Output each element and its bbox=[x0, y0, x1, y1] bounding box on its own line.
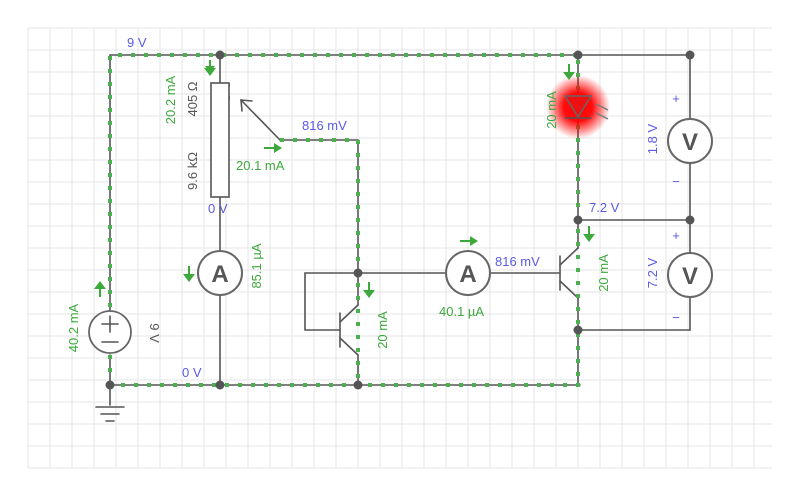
wiper-arrow-b bbox=[240, 99, 253, 102]
voltmeter2-plus: + bbox=[672, 228, 680, 243]
q1-current-label: 20 mA bbox=[375, 311, 390, 349]
ammeter-2[interactable]: A bbox=[445, 250, 491, 296]
ammeter-1[interactable]: A bbox=[197, 250, 243, 296]
junction-top-pot[interactable] bbox=[215, 50, 225, 60]
ammeter1-symbol: A bbox=[211, 261, 228, 288]
voltmeter2-symbol: V bbox=[682, 263, 698, 290]
junction-top-right[interactable] bbox=[685, 50, 695, 60]
wiper-arrow-a bbox=[240, 99, 243, 112]
q1-collector-leg bbox=[339, 304, 359, 323]
arrow-down-icon bbox=[183, 266, 195, 282]
ammeter1-ring bbox=[197, 250, 243, 296]
arrow-down-icon bbox=[563, 64, 575, 80]
supply-top-voltage-label: 9 V bbox=[127, 35, 147, 50]
labels: 9 V 20.2 mA 405 Ω 9.6 kΩ 0 V 816 mV 20.1… bbox=[66, 35, 660, 380]
junction-q1-collector[interactable] bbox=[353, 268, 363, 278]
q2-base-voltage-label: 816 mV bbox=[495, 254, 540, 269]
voltmeter1-minus: − bbox=[672, 174, 680, 189]
collector-voltage-label: 7.2 V bbox=[589, 200, 620, 215]
q1-emitter-leg bbox=[339, 337, 359, 356]
voltmeter1-symbol: V bbox=[682, 129, 698, 156]
voltmeter-2[interactable]: V + − bbox=[667, 228, 713, 325]
led-light-arrow2 bbox=[595, 112, 609, 120]
q2-collector-current-label: 20 mA bbox=[596, 254, 611, 292]
supply-current-label: 40.2 mA bbox=[66, 303, 81, 352]
ground-voltage-label: 0 V bbox=[182, 365, 202, 380]
q1-base-feedback-wire[interactable] bbox=[304, 272, 359, 331]
q2-emitter-leg bbox=[559, 280, 579, 299]
led[interactable] bbox=[546, 75, 610, 139]
flow-wiper-q1 bbox=[280, 138, 360, 385]
pot-current-label: 20.2 mA bbox=[163, 75, 178, 124]
junction-q2-emitter[interactable] bbox=[573, 325, 583, 335]
voltmeter1-ring bbox=[667, 118, 713, 164]
arrow-down-icon bbox=[363, 282, 375, 298]
wiper-voltage-label: 816 mV bbox=[302, 118, 347, 133]
arrow-right-icon bbox=[460, 236, 478, 246]
led-light-arrow1 bbox=[595, 103, 609, 111]
battery-voltage-label: 9 V bbox=[147, 323, 162, 343]
junction-voltmeter-mid[interactable] bbox=[685, 215, 695, 225]
junction-bottom-pot[interactable] bbox=[215, 380, 225, 390]
arrow-up-icon bbox=[94, 281, 106, 297]
wiper-current-label: 20.1 mA bbox=[236, 158, 285, 173]
voltmeter2-reading-label: 7.2 V bbox=[645, 257, 660, 288]
potentiometer[interactable] bbox=[210, 82, 230, 198]
ammeter1-current-label: 85.1 µA bbox=[249, 243, 264, 288]
junction-q2-collector[interactable] bbox=[573, 215, 583, 225]
q2-collector-leg bbox=[559, 247, 579, 266]
pot-lower-resistance-label: 9.6 kΩ bbox=[185, 152, 200, 190]
voltmeter2-ring bbox=[667, 252, 713, 298]
led-current-label: 20 mA bbox=[544, 91, 559, 129]
ammeter2-symbol: A bbox=[459, 261, 476, 288]
arrow-right-icon bbox=[264, 143, 282, 153]
voltmeter1-plus: + bbox=[672, 91, 680, 106]
ammeter2-ring bbox=[445, 250, 491, 296]
voltmeter-1[interactable]: V + − bbox=[667, 91, 713, 189]
junction-bottom-q1[interactable] bbox=[353, 380, 363, 390]
arrow-down-icon bbox=[583, 226, 595, 242]
flow-arrows bbox=[94, 60, 595, 298]
arrow-down-icon bbox=[204, 60, 216, 76]
voltmeter2-minus: − bbox=[672, 310, 680, 325]
ammeter2-current-label: 40.1 µA bbox=[439, 304, 484, 319]
junction-top-led[interactable] bbox=[573, 50, 583, 60]
led-triangle bbox=[563, 95, 593, 119]
pot-wiper[interactable] bbox=[240, 99, 281, 141]
voltmeter1-reading-label: 1.8 V bbox=[645, 123, 660, 154]
background-grid bbox=[27, 27, 772, 469]
battery[interactable] bbox=[88, 310, 132, 354]
junction-bottom-left[interactable] bbox=[105, 380, 115, 390]
pot-upper-resistance-label: 405 Ω bbox=[185, 81, 200, 116]
junctions bbox=[105, 50, 695, 390]
pot-bottom-voltage-label: 0 V bbox=[208, 201, 228, 216]
